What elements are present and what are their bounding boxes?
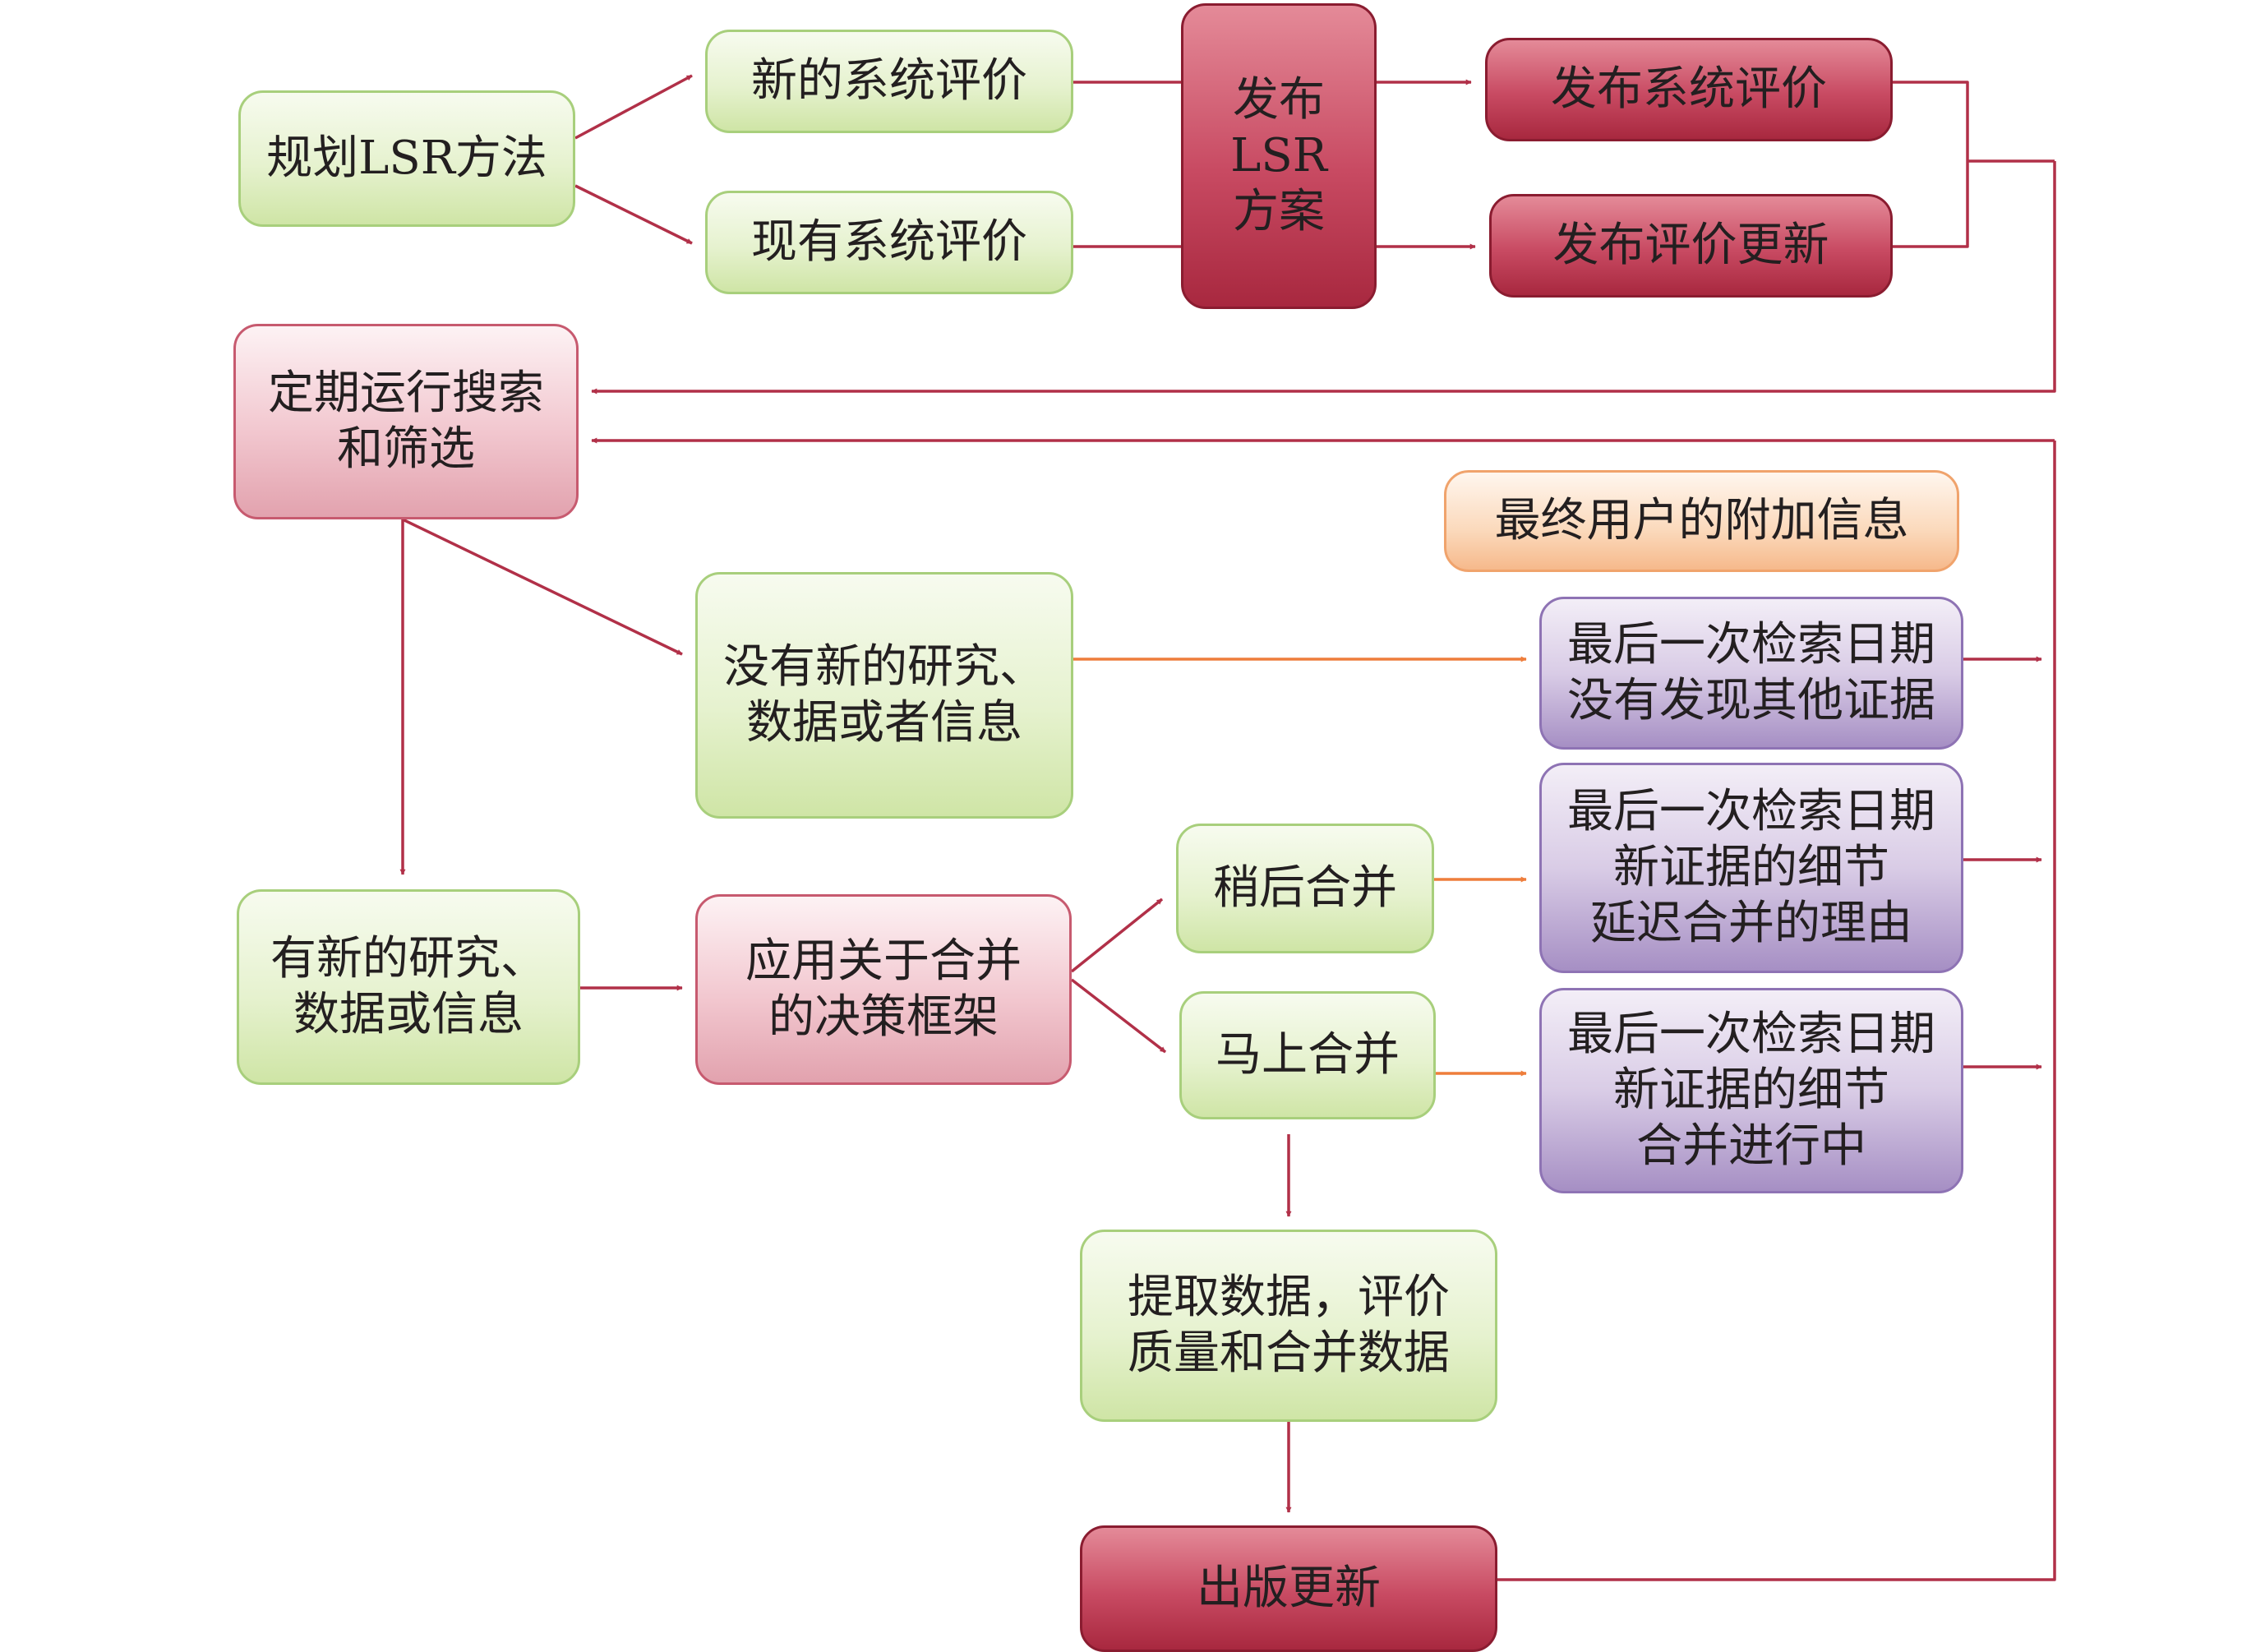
plan-lsr-node: 规划LSR方法 — [238, 90, 575, 227]
publish-version-node: 出版更新 — [1080, 1525, 1497, 1652]
decision-framework-node: 应用关于合并 的决策框架 — [695, 894, 1072, 1085]
merge-later-node: 稍后合并 — [1176, 824, 1434, 953]
edge-review-bracket — [1893, 81, 1969, 248]
edge-search-to-none — [402, 518, 683, 656]
edge-plan-to-new — [574, 74, 693, 140]
merge-now-node: 马上合并 — [1179, 991, 1436, 1119]
edge-plan-to-existing — [574, 184, 693, 245]
publish-protocol-node: 发布 LSR 方案 — [1181, 3, 1377, 309]
edge-framework-to-later — [1070, 898, 1164, 973]
edge-loop-to-search — [591, 161, 2056, 395]
existing-review-node: 现有系统评价 — [705, 191, 1073, 294]
has-new-evidence-node: 有新的研究、 数据或信息 — [237, 889, 580, 1085]
edge-framework-to-now — [1070, 978, 1167, 1054]
no-new-evidence-node: 没有新的研究、 数据或者信息 — [695, 572, 1073, 819]
extract-data-node: 提取数据，评价 质量和合并数据 — [1080, 1230, 1497, 1422]
publish-review-node: 发布系统评价 — [1485, 38, 1893, 141]
last-search-none-node: 最后一次检索日期 没有发现其他证据 — [1539, 597, 1963, 750]
new-review-node: 新的系统评价 — [705, 30, 1073, 133]
edge-right-bus — [1497, 441, 2056, 1581]
last-search-delay-node: 最后一次检索日期 新证据的细节 延迟合并的理由 — [1539, 763, 1963, 973]
publish-update-node: 发布评价更新 — [1489, 194, 1893, 298]
run-search-node: 定期运行搜索 和筛选 — [233, 324, 579, 519]
last-search-progress-node: 最后一次检索日期 新证据的细节 合并进行中 — [1539, 988, 1963, 1193]
end-user-info-node: 最终用户的附加信息 — [1444, 470, 1959, 572]
